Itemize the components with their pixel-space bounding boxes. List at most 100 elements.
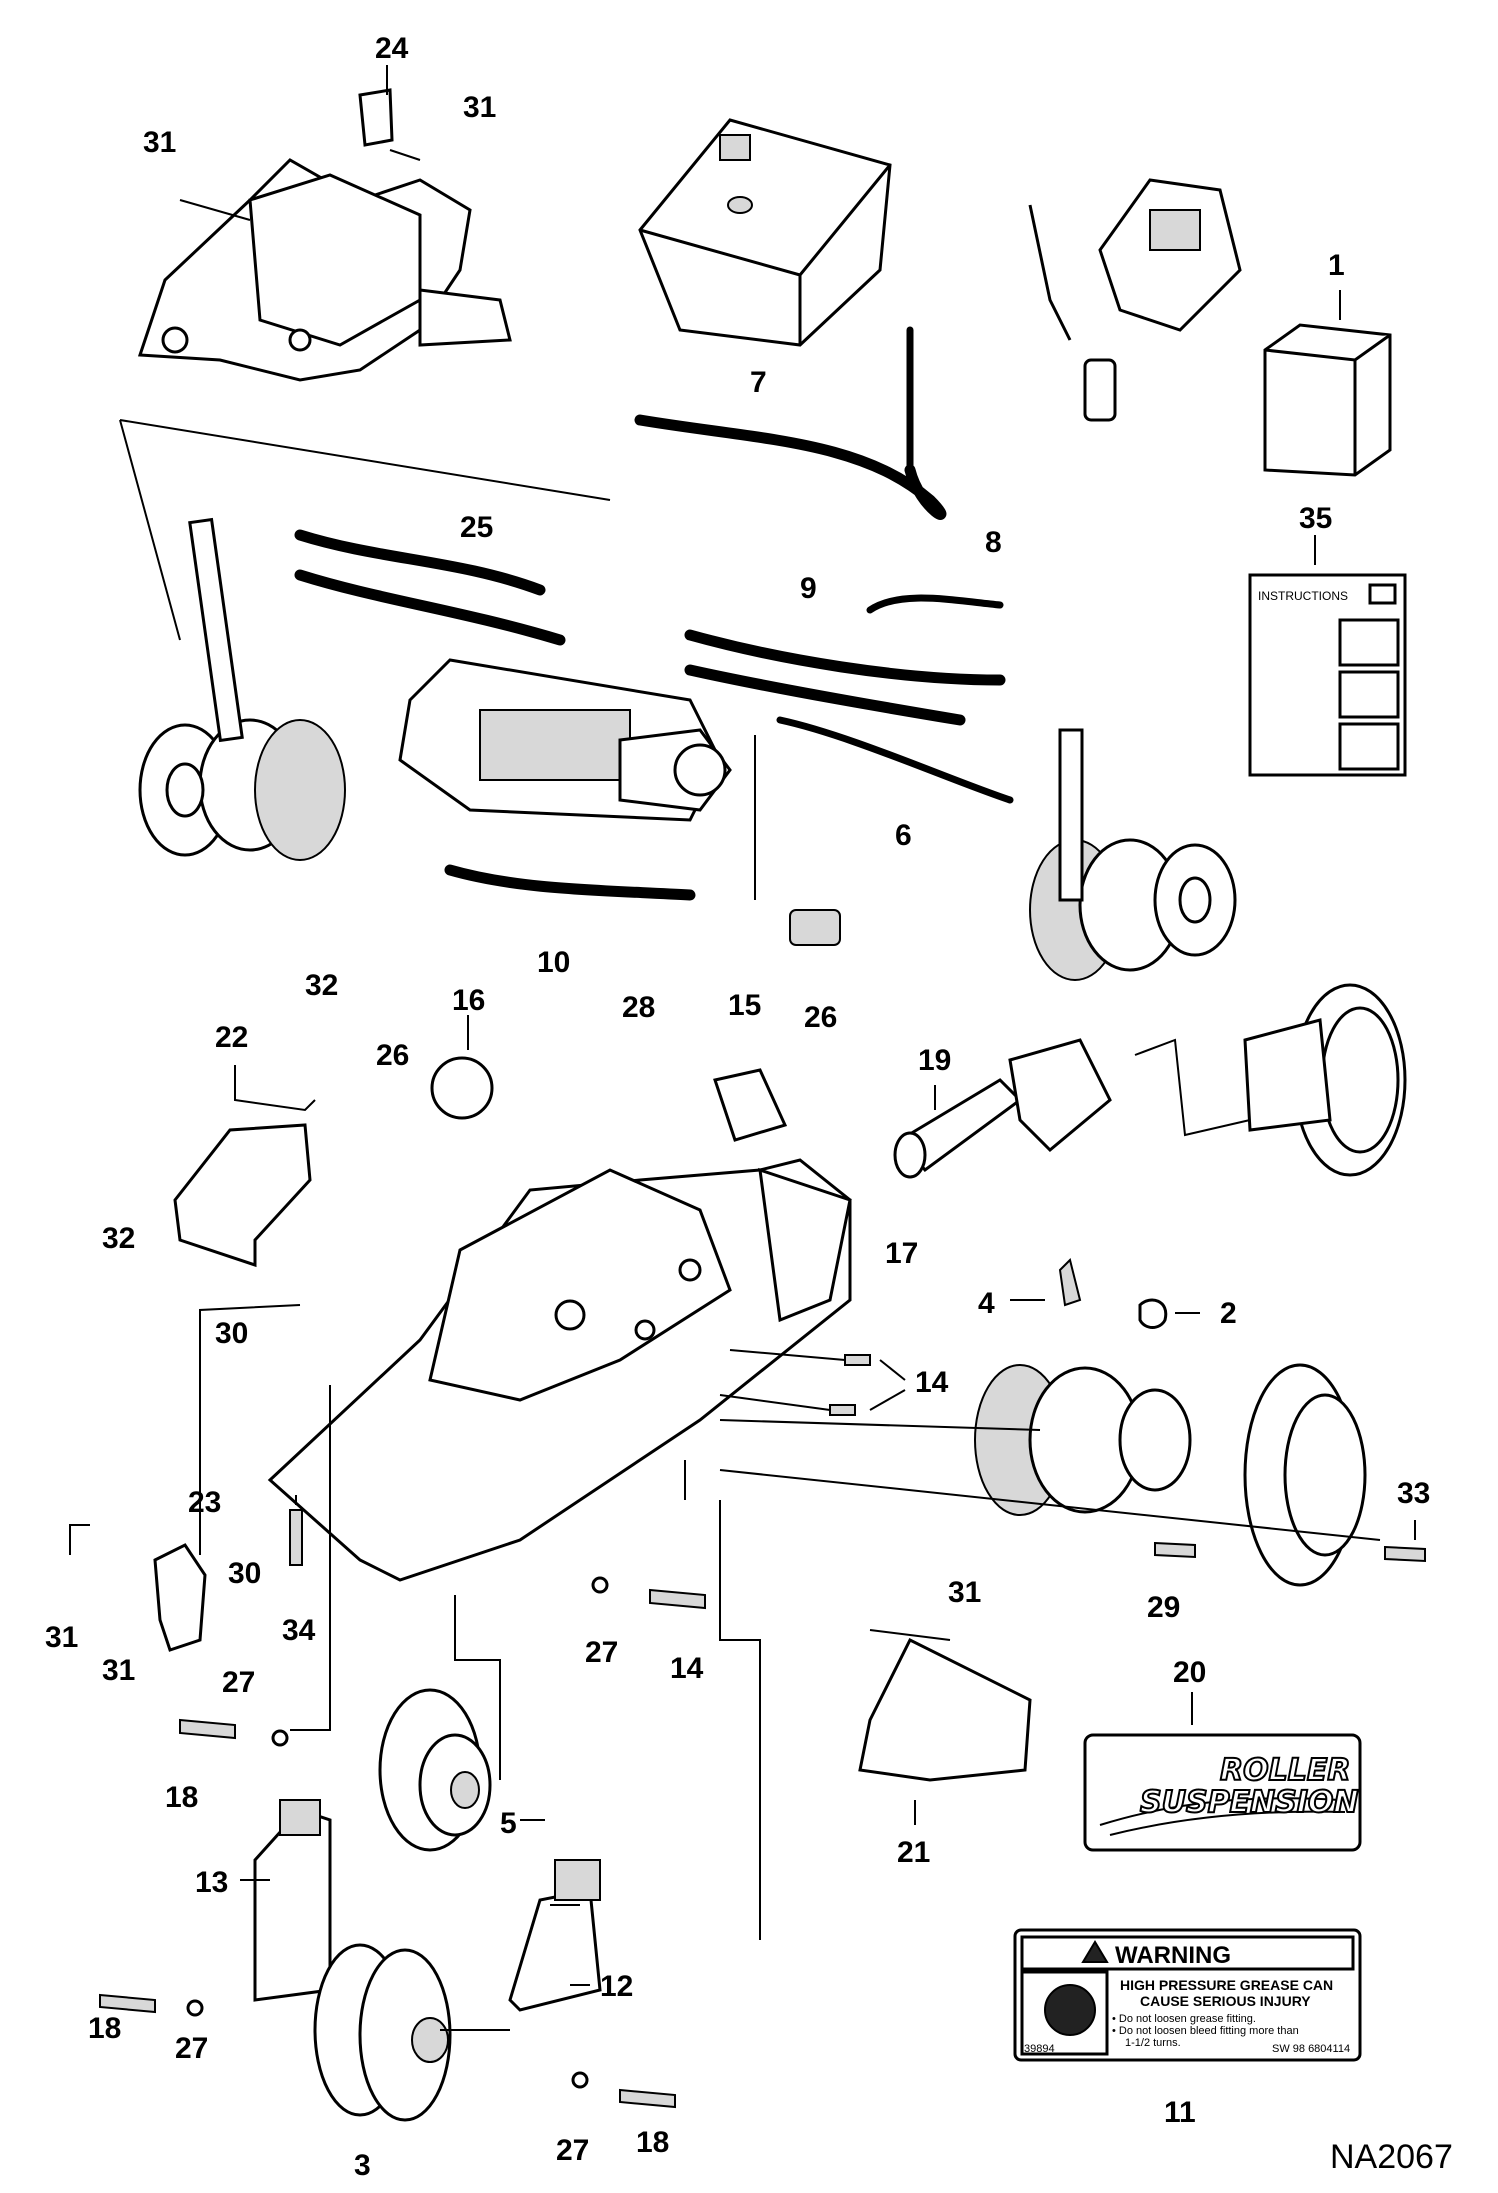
callout-labels: 1 2 3 4 5 6 7 8 9 10 11 12 13 14 14 15 1…	[45, 32, 1430, 2182]
hydraulic-pump	[398, 658, 732, 822]
callout-23: 23	[188, 1486, 221, 1519]
callout-4: 4	[978, 1287, 995, 1320]
callout-18b: 18	[88, 2012, 121, 2045]
warning-title: WARNING	[1115, 1942, 1231, 1969]
callout-12: 12	[600, 1970, 633, 2003]
callout-14b: 14	[670, 1652, 704, 1685]
callout-27a: 27	[585, 1636, 618, 1669]
roller-suspension-decal: ROLLER SUSPENSION	[1083, 1733, 1362, 1852]
hoses	[294, 326, 1014, 901]
drawing-code: NA2067	[1330, 2138, 1453, 2176]
plate-15	[713, 1068, 788, 1142]
callout-31c: 31	[45, 1621, 78, 1654]
callout-31a: 31	[463, 91, 496, 124]
callout-11: 11	[1164, 2096, 1196, 2129]
warning-decal: WARNING HIGH PRESSURE GREASE CAN CAUSE S…	[1013, 1928, 1362, 2062]
callout-32a: 32	[305, 969, 338, 1002]
callout-26a: 26	[376, 1039, 409, 1072]
callout-6: 6	[895, 819, 912, 852]
control-valve	[1028, 178, 1242, 422]
track-roller-assembly	[253, 1799, 602, 2122]
bracket-assembly-24	[137, 88, 512, 382]
warning-bullet-2b: 1-1/2 turns.	[1125, 2037, 1181, 2049]
reservoir-tank	[638, 118, 892, 347]
callout-30a: 30	[215, 1317, 248, 1350]
roller-5	[378, 1688, 492, 1852]
warning-bullet-1: • Do not loosen grease fitting.	[1112, 2013, 1256, 2025]
washer-27-a	[271, 1729, 289, 1747]
warning-heading-2: CAUSE SERIOUS INJURY	[1140, 1993, 1311, 2009]
guard-21	[858, 1637, 1032, 1782]
callout-26b: 26	[804, 1001, 837, 1034]
callout-25: 25	[460, 511, 493, 544]
callout-29: 29	[1147, 1591, 1180, 1624]
callout-10: 10	[537, 946, 570, 979]
suspension-decal-line2: SUSPENSION	[1140, 1785, 1359, 1820]
callout-20: 20	[1173, 1656, 1206, 1689]
callout-30b: 30	[228, 1557, 261, 1590]
washer-27-b	[186, 1999, 204, 2017]
callout-35: 35	[1299, 502, 1332, 535]
callout-31d: 31	[102, 1654, 135, 1687]
washer-27-c	[571, 2071, 589, 2089]
left-drive-motor	[138, 517, 346, 861]
callout-18a: 18	[165, 1781, 198, 1814]
callout-15: 15	[728, 989, 761, 1022]
suspension-decal-line1: ROLLER	[1220, 1753, 1350, 1788]
sensor-4	[1058, 1258, 1082, 1307]
callout-2: 2	[1220, 1297, 1237, 1330]
kit-box	[1263, 323, 1392, 477]
callout-27c: 27	[175, 2032, 208, 2065]
callout-14a: 14	[915, 1366, 949, 1399]
instructions-label: INSTRUCTIONS	[1258, 589, 1348, 603]
bolt-18-c	[619, 2088, 676, 2109]
callout-28: 28	[622, 991, 655, 1024]
bolt-34	[289, 1509, 303, 1566]
callout-22: 22	[215, 1021, 248, 1054]
bolt-18-b	[99, 1993, 156, 2014]
callout-32b: 32	[102, 1222, 135, 1255]
callout-21: 21	[897, 1836, 930, 1869]
callout-7: 7	[750, 366, 767, 399]
main-frame	[267, 1158, 852, 1582]
callout-19: 19	[918, 1044, 951, 1077]
callout-31e: 31	[948, 1576, 981, 1609]
warning-code-left: 39894	[1024, 2043, 1055, 2055]
warning-bullet-2a: • Do not loosen bleed fitting more than	[1112, 2025, 1299, 2037]
solenoid-valve	[789, 909, 841, 946]
bolt-33	[1384, 1545, 1426, 1563]
callout-33: 33	[1397, 1477, 1430, 1510]
front-idler	[1243, 983, 1407, 1177]
washer-27-d	[591, 1576, 609, 1594]
callout-9: 9	[800, 572, 817, 605]
callout-1: 1	[1328, 249, 1345, 282]
cover-plate-16	[430, 1056, 494, 1120]
instructions-document: INSTRUCTIONS	[1248, 573, 1407, 777]
callout-27b: 27	[222, 1666, 255, 1699]
callout-24: 24	[375, 32, 409, 65]
warning-code-right: SW 98 6804114	[1272, 2043, 1350, 2055]
callout-8: 8	[985, 526, 1002, 559]
bolt-14-lower	[649, 1588, 706, 1610]
callout-18c: 18	[636, 2126, 669, 2159]
bracket-23	[153, 1543, 207, 1652]
clip-2	[1138, 1298, 1168, 1329]
warning-heading-1: HIGH PRESSURE GREASE CAN	[1120, 1977, 1333, 1993]
bolt-29	[1154, 1541, 1196, 1559]
callout-16: 16	[452, 984, 485, 1017]
bolt-18-a	[179, 1718, 236, 1740]
callout-17: 17	[885, 1237, 918, 1270]
tensioner-cylinder-19	[893, 1038, 1112, 1179]
right-drive-motor	[1029, 728, 1237, 981]
injury-icon	[1044, 1984, 1096, 2036]
callout-13: 13	[195, 1866, 228, 1899]
shield-22	[173, 1123, 312, 1268]
callout-31b: 31	[143, 126, 176, 159]
drive-motor-sprocket	[974, 1363, 1367, 1587]
bolts-14	[829, 1354, 871, 1416]
callout-3: 3	[354, 2149, 371, 2182]
callout-5: 5	[500, 1807, 517, 1840]
callout-34: 34	[282, 1614, 316, 1647]
callout-27d: 27	[556, 2134, 589, 2167]
